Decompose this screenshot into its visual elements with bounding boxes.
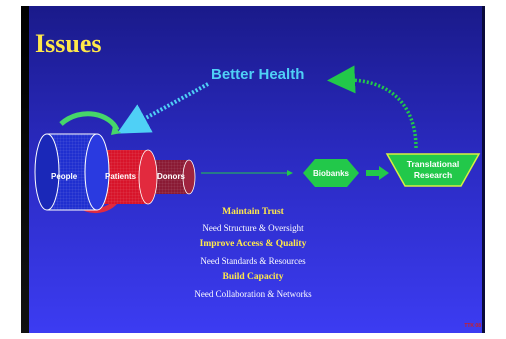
cycle-arrowhead-top	[111, 126, 121, 135]
slide-reference: TTK 08	[464, 323, 481, 329]
slide: Issues Better Health	[21, 6, 485, 333]
better-health-arrow-left	[116, 82, 209, 134]
translational-research-box	[385, 153, 481, 187]
research-to-health-arrow	[327, 65, 418, 149]
item-heading-access: Improve Access & Quality	[199, 239, 307, 249]
item-detail-capacity: Need Collaboration & Networks	[194, 289, 312, 299]
item-detail-trust: Need Structure & Oversight	[202, 223, 304, 233]
slide-left-bar	[21, 6, 29, 333]
donors-label: Donors	[157, 172, 186, 181]
patients-label: Patients	[105, 172, 137, 181]
slide-right-edge	[482, 6, 485, 333]
biobanks-to-research-arrowhead	[379, 166, 389, 180]
better-health-label: Better Health	[211, 66, 305, 83]
item-heading-trust: Maintain Trust	[222, 207, 284, 217]
biobanks-to-research-arrow	[366, 170, 380, 176]
biobanks-hexagon	[303, 159, 359, 187]
cycle-arrow-top	[59, 111, 120, 132]
translational-label-line2: Research	[414, 170, 452, 180]
diagram: People Patients Donors Biobanks Translat…	[34, 65, 481, 213]
slide-title: Issues	[35, 29, 102, 58]
biobanks-label: Biobanks	[313, 169, 350, 178]
people-label: People	[51, 172, 78, 181]
translational-label-line1: Translational	[407, 159, 459, 169]
item-heading-capacity: Build Capacity	[222, 272, 284, 282]
people-cylinder	[34, 133, 110, 211]
item-detail-access: Need Standards & Resources	[200, 256, 306, 266]
donors-to-biobanks-arrowhead	[287, 170, 293, 176]
